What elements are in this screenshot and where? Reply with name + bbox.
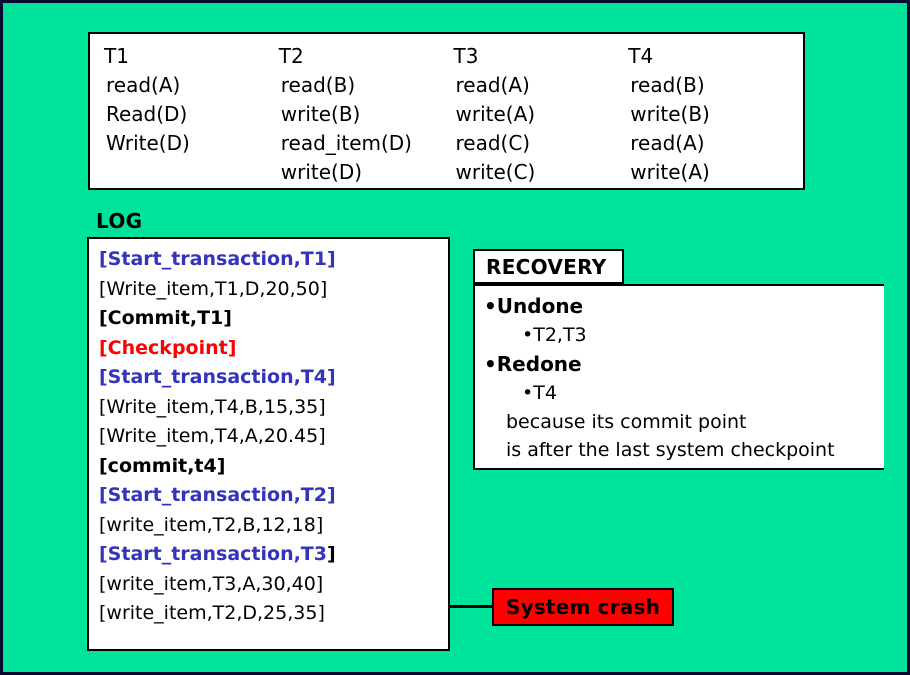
transaction-header-t2: T2 xyxy=(278,44,304,68)
log-entry: [Start_transaction,T2] xyxy=(99,484,336,506)
transaction-op: read(B) xyxy=(280,73,356,97)
recovery-item-undone: •Undone xyxy=(484,294,584,318)
log-entry: [Commit,T1] xyxy=(99,307,232,329)
recovery-note-line: is after the last system checkpoint xyxy=(506,439,835,461)
system-crash-label: System crash xyxy=(505,595,661,619)
transaction-header-t3: T3 xyxy=(453,44,479,68)
log-entry: [Start_transaction,T4] xyxy=(99,366,336,388)
transactions-columns: T1 read(A) Read(D) Write(D) T2 read(B) w… xyxy=(90,34,803,188)
recovery-title-box: RECOVERY xyxy=(473,249,624,284)
recovery-note-line: because its commit point xyxy=(506,411,747,433)
transaction-op: write(B) xyxy=(280,102,361,126)
log-entry: [Start_transaction,T1] xyxy=(99,248,336,270)
recovery-item-redone: •Redone xyxy=(484,352,582,376)
transaction-op: read_item(D) xyxy=(280,131,412,155)
transactions-table: T1 read(A) Read(D) Write(D) T2 read(B) w… xyxy=(88,32,805,190)
transaction-op: write(C) xyxy=(455,160,536,184)
system-crash-callout: System crash xyxy=(492,588,674,626)
transaction-op: read(A) xyxy=(455,73,530,97)
transaction-op: write(B) xyxy=(630,102,710,126)
log-entry: [Write_item,T4,B,15,35] xyxy=(99,395,326,418)
log-entry: [write_item,T2,B,12,18] xyxy=(99,513,324,536)
transaction-op: write(A) xyxy=(630,160,710,184)
log-entry: [Checkpoint] xyxy=(99,336,237,359)
log-entry: [Start_transaction,T3] xyxy=(99,540,448,570)
recovery-title: RECOVERY xyxy=(486,254,607,279)
log-entry-tail: ] xyxy=(327,543,336,565)
transaction-op: read(B) xyxy=(630,73,705,97)
log-entry: [Write_item,T4,A,20.45] xyxy=(99,425,326,447)
transaction-op: read(A) xyxy=(106,73,181,97)
transaction-column-t4: T4 read(B) write(B) read(A) write(A) xyxy=(628,42,803,188)
transaction-header-t1: T1 xyxy=(104,44,129,68)
transaction-op: Read(D) xyxy=(106,102,188,126)
crash-connector-line xyxy=(450,605,494,608)
log-entry: [write_item,T2,D,25,35] xyxy=(99,602,325,624)
transaction-op: read(A) xyxy=(630,131,705,155)
log-entry-text: [Start_transaction,T3 xyxy=(99,543,327,565)
log-entry: [commit,t4] xyxy=(99,454,226,477)
transaction-column-t2: T2 read(B) write(B) read_item(D) write(D… xyxy=(279,42,454,188)
recovery-subitem-redone-list: •T4 xyxy=(522,382,557,404)
recovery-box: •Undone •T2,T3 •Redone •T4 because its c… xyxy=(473,284,884,470)
log-box: [Start_transaction,T1] [Write_item,T1,D,… xyxy=(87,237,450,651)
transaction-op: write(D) xyxy=(280,160,363,184)
transaction-op: Write(D) xyxy=(106,131,190,155)
transaction-op: write(A) xyxy=(455,102,536,126)
transaction-header-t4: T4 xyxy=(628,44,654,68)
log-entry: [write_item,T3,A,30,40] xyxy=(99,572,324,595)
transaction-column-t1: T1 read(A) Read(D) Write(D) xyxy=(104,42,279,188)
log-label: LOG xyxy=(96,209,143,233)
transaction-column-t3: T3 read(A) write(A) read(C) write(C) xyxy=(454,42,629,188)
log-entry: [Write_item,T1,D,20,50] xyxy=(99,277,328,300)
transaction-op: read(C) xyxy=(455,131,531,155)
recovery-subitem-undone-list: •T2,T3 xyxy=(522,324,587,346)
